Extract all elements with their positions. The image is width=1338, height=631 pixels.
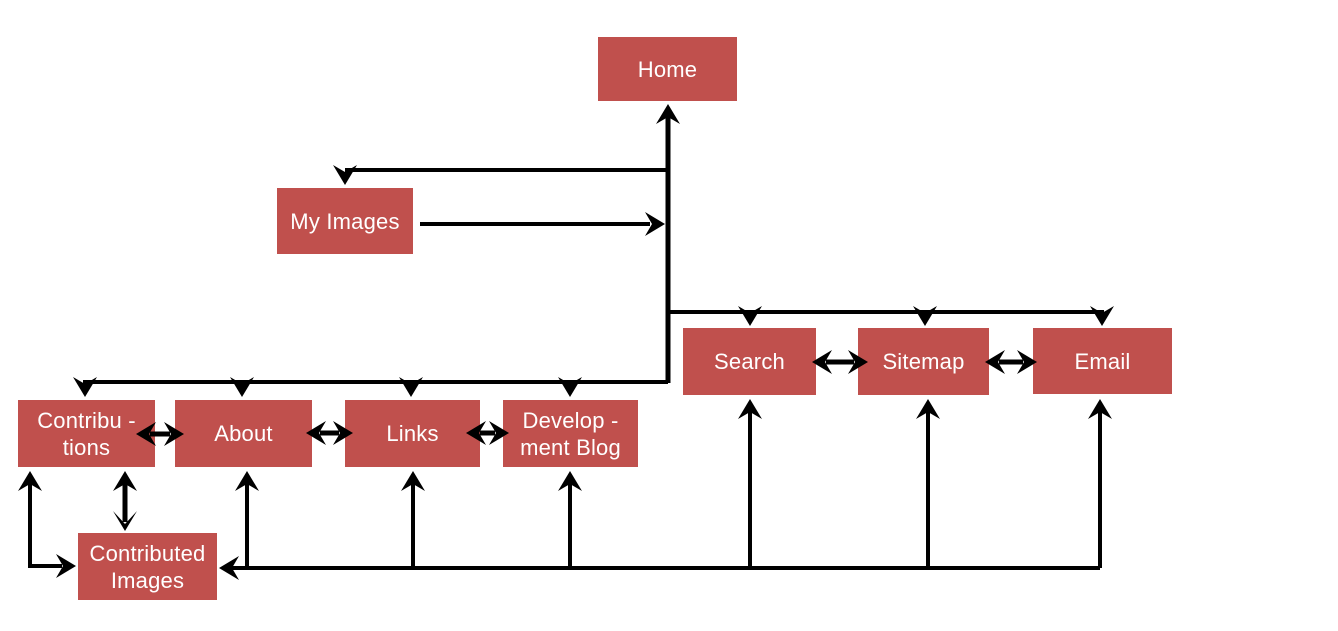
node-my-images: My Images [277,188,413,254]
node-contributed-images-label-line2: Images [110,567,185,593]
arrowhead-down-development-blog [558,377,582,397]
arrowhead-down-links [399,377,423,397]
node-my-images-label: My Images [290,208,400,234]
arrowhead-left-contributed-images [219,556,239,580]
connector-trunk-to-home [656,104,680,383]
node-development-blog-label-line2: ment Blog [520,434,621,460]
arrowhead-down-about [230,377,254,397]
connector-trunk-to-my-images [333,165,668,185]
node-search: Search [683,328,816,395]
node-development-blog-label-line1: Develop - [522,407,619,433]
arrowhead-up-home [656,104,680,124]
node-contributed-images: Contributed Images [78,533,217,600]
arrowhead-down-sitemap [913,306,937,326]
node-sitemap: Sitemap [858,328,989,395]
arrowhead-right-trunk [645,212,665,236]
connector-my-images-to-trunk [420,212,665,236]
connector-rail-to-email [1088,399,1112,568]
node-home: Home [598,37,737,101]
node-contributions: Contribu - tions [18,400,155,467]
node-email: Email [1033,328,1172,394]
connector-trunk-right-branch [668,306,1114,326]
node-search-label: Search [714,349,785,374]
connector-rail-to-sitemap [916,399,940,568]
node-contributions-label-line1: Contribu - [37,407,136,433]
connector-bottom-rail [219,556,1100,580]
connector-rail-to-development-blog [558,471,582,568]
node-contributed-images-label-line1: Contributed [89,540,206,566]
node-email-label: Email [1074,348,1131,374]
node-development-blog: Develop - ment Blog [503,400,638,467]
node-links-label: Links [386,421,439,446]
connector-rail-to-about [235,471,259,568]
connector-contributions-contributed-elbow [18,471,76,578]
connector-rail-to-search [738,399,762,568]
connector-sitemap-email [985,350,1037,374]
arrowhead-down-my-images [333,165,357,185]
arrowhead-down-contributions [73,377,97,397]
node-home-label: Home [637,56,698,82]
arrowhead-down-email [1090,306,1114,326]
connector-contributions-contributed-vertical [113,471,137,531]
connector-trunk-left-branch [73,377,668,397]
node-links: Links [345,400,480,467]
node-sitemap-label: Sitemap [882,349,965,374]
connector-rail-to-links [401,471,425,568]
arrowhead-down-search [738,306,762,326]
node-about-label: About [214,421,273,446]
node-contributions-label-line2: tions [62,434,111,460]
node-about: About [175,400,312,467]
